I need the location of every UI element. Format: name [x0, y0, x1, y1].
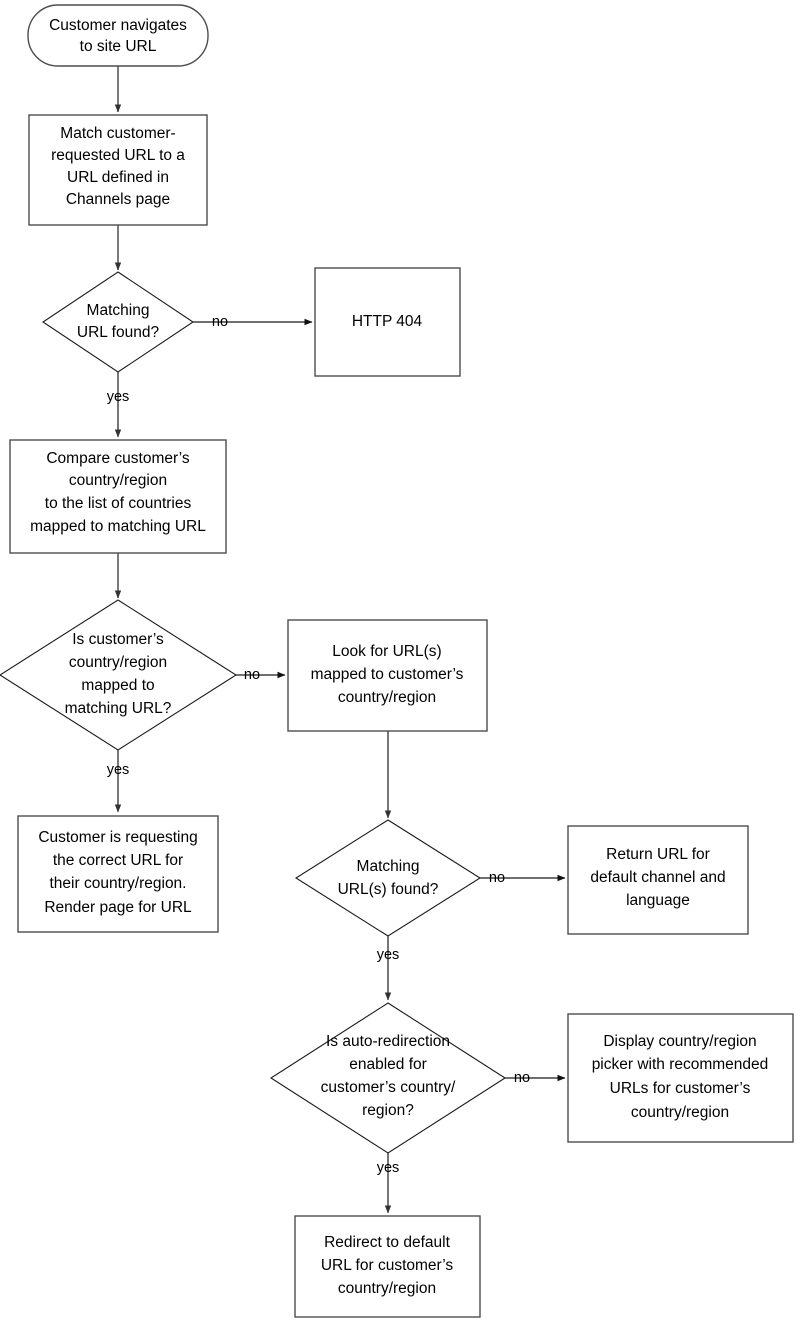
- decision-country-mapped-label-line-2: country/region: [69, 654, 167, 671]
- decision-urls-found-shape: [294, 819, 482, 937]
- decision-matching-url-shape: [42, 271, 194, 373]
- node-decision-urls-found[interactable]: Matching URL(s) found?: [294, 819, 482, 937]
- node-match-url[interactable]: Match customer- requested URL to a URL d…: [28, 114, 208, 226]
- correct-url-label-line-1: Customer is requesting: [38, 829, 197, 846]
- return-default-node-shape: [567, 825, 749, 935]
- correct-url-label-line-3: their country/region.: [50, 875, 187, 892]
- edges-layer: [114, 66, 566, 1214]
- decision-auto-redirect-label-line-3: customer’s country/: [321, 1079, 456, 1096]
- edge-label-matching-url-no: no: [212, 314, 228, 330]
- compare-country-label-line-1: Compare customer’s: [46, 450, 190, 467]
- start-node-shape: [27, 4, 209, 67]
- decision-auto-redirect-label-line-4: region?: [362, 1102, 414, 1119]
- match-url-label-line-4: Channels page: [66, 191, 170, 208]
- return-default-label-line-1: Return URL for: [606, 846, 710, 863]
- decision-auto-redirect-label-line-1: Is auto-redirection: [326, 1033, 450, 1050]
- redirect-default-label-line-3: country/region: [338, 1280, 436, 1297]
- node-compare-country[interactable]: Compare customer’s country/region to the…: [9, 439, 227, 554]
- look-for-urls-label-line-1: Look for URL(s): [332, 643, 441, 660]
- node-look-for-urls[interactable]: Look for URL(s) mapped to customer’s cou…: [287, 619, 488, 732]
- display-picker-label-line-1: Display country/region: [603, 1033, 756, 1050]
- decision-country-mapped-label-line-4: matching URL?: [65, 700, 172, 717]
- edge-labels-layer: no yes no yes no yes no yes: [107, 314, 530, 1176]
- edge-label-country-mapped-yes: yes: [107, 762, 130, 778]
- decision-auto-redirect-shape: [269, 1002, 507, 1154]
- match-url-label-line-1: Match customer-: [60, 125, 175, 142]
- display-picker-node-shape: [567, 1013, 794, 1143]
- correct-url-label-line-4: Render page for URL: [44, 899, 192, 916]
- compare-country-label-line-2: country/region: [69, 472, 167, 489]
- decision-country-mapped-label-line-1: Is customer’s: [72, 631, 164, 648]
- edge-label-urls-found-no: no: [489, 870, 505, 886]
- http-404-label: HTTP 404: [352, 313, 423, 330]
- look-for-urls-node-shape: [287, 619, 488, 732]
- redirect-default-node-shape: [294, 1215, 481, 1318]
- node-decision-matching-url[interactable]: Matching URL found?: [42, 271, 194, 373]
- correct-url-node-shape: [17, 815, 219, 933]
- return-default-label-line-2: default channel and: [590, 869, 725, 886]
- compare-country-label-line-4: mapped to matching URL: [30, 518, 206, 535]
- look-for-urls-label-line-3: country/region: [338, 689, 436, 706]
- match-url-node-shape: [28, 114, 208, 226]
- edge-label-matching-url-yes: yes: [107, 389, 130, 405]
- edge-label-country-mapped-no: no: [244, 667, 260, 683]
- return-default-label-line-3: language: [626, 892, 690, 909]
- node-decision-auto-redirect[interactable]: Is auto-redirection enabled for customer…: [269, 1002, 507, 1154]
- node-http-404[interactable]: HTTP 404: [314, 267, 461, 377]
- decision-country-mapped-label-line-3: mapped to: [81, 677, 154, 694]
- correct-url-label-line-2: the correct URL for: [53, 852, 183, 869]
- compare-country-node-shape: [9, 439, 227, 554]
- node-correct-url[interactable]: Customer is requesting the correct URL f…: [17, 815, 219, 933]
- edge-label-urls-found-yes: yes: [377, 947, 400, 963]
- node-display-picker[interactable]: Display country/region picker with recom…: [567, 1013, 794, 1143]
- node-start[interactable]: Customer navigates to site URL: [27, 4, 209, 67]
- decision-country-mapped-shape: [0, 599, 238, 751]
- match-url-label-line-2: requested URL to a: [51, 147, 185, 164]
- display-picker-label-line-3: URLs for customer’s: [610, 1080, 751, 1097]
- look-for-urls-label-line-2: mapped to customer’s: [311, 666, 464, 683]
- decision-auto-redirect-label-line-2: enabled for: [349, 1056, 427, 1073]
- redirect-default-label-line-2: URL for customer’s: [321, 1257, 454, 1274]
- node-return-default[interactable]: Return URL for default channel and langu…: [567, 825, 749, 935]
- edge-label-auto-redirect-no: no: [514, 1070, 530, 1086]
- start-label-line-1: Customer navigates: [49, 17, 187, 34]
- redirect-default-label-line-1: Redirect to default: [324, 1234, 450, 1251]
- start-label-line-2: to site URL: [80, 38, 157, 55]
- decision-matching-url-label-line-1: Matching: [87, 302, 150, 319]
- decision-urls-found-label-line-1: Matching: [357, 858, 420, 875]
- display-picker-label-line-4: country/region: [631, 1104, 729, 1121]
- edge-label-auto-redirect-yes: yes: [377, 1160, 400, 1176]
- http-404-node-shape: [314, 267, 461, 377]
- node-decision-country-mapped[interactable]: Is customer’s country/region mapped to m…: [0, 599, 238, 751]
- node-redirect-default[interactable]: Redirect to default URL for customer’s c…: [294, 1215, 481, 1318]
- decision-urls-found-label-line-2: URL(s) found?: [338, 881, 439, 898]
- compare-country-label-line-3: to the list of countries: [45, 495, 192, 512]
- decision-matching-url-label-line-2: URL found?: [77, 324, 160, 341]
- display-picker-label-line-2: picker with recommended: [592, 1056, 769, 1073]
- match-url-label-line-3: URL defined in: [67, 169, 169, 186]
